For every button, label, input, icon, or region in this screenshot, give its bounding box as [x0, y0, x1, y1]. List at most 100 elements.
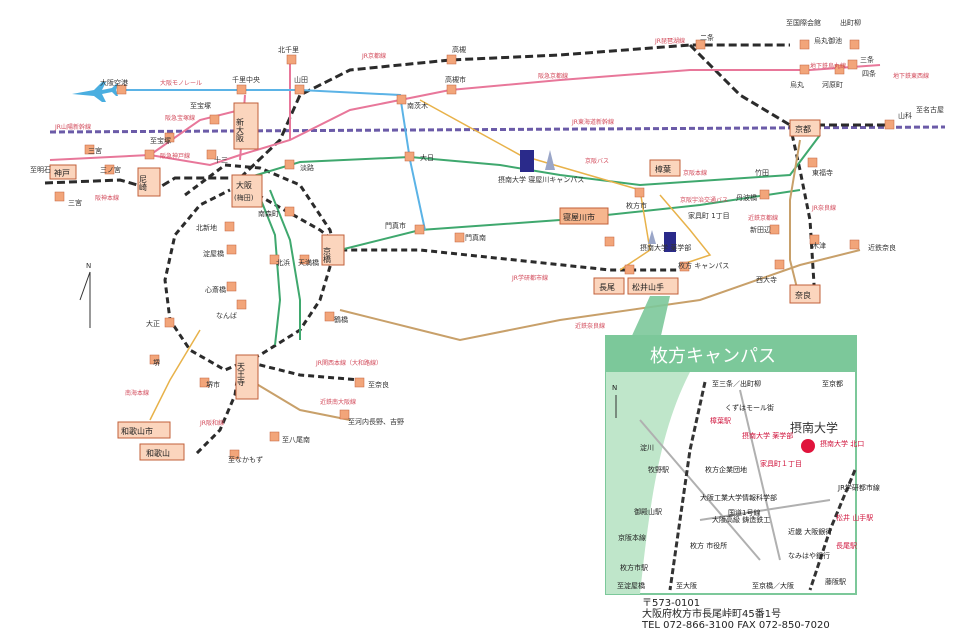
label-keihan: 京阪本線	[683, 169, 707, 177]
address-tel: TEL 072-866-3100 FAX 072-850-7020	[642, 620, 830, 631]
inset-hirakata-kigyo: 枚方企業団地	[705, 465, 747, 474]
label-shijo: 四条	[862, 69, 876, 78]
station-kuzuha: 樟葉	[655, 164, 671, 174]
label-shin-tanabe: 新田辺	[750, 225, 771, 234]
label-omiya: 大日	[420, 153, 434, 162]
inset-north: N	[612, 384, 617, 392]
label-jr-kansai-main: JR関西本線（大和路線）	[315, 359, 382, 367]
north-arrow-icon: N	[79, 262, 91, 328]
label-yodoyabashi: 淀屋橋	[203, 249, 224, 258]
station-amagasaki: 尼崎	[139, 175, 148, 191]
station-nagao: 長尾	[599, 283, 615, 292]
station-neyagawa: 寝屋川市	[563, 212, 595, 222]
inset-matsuiyamate: 松井 山手駅	[836, 513, 873, 522]
label-to-otsu: 至名古屋	[916, 105, 944, 114]
label-hanshin: 阪神本線	[95, 194, 119, 202]
label-takatsuki: 高槻	[452, 45, 466, 54]
label-hankyu-takarazuka: 阪急宝塚線	[165, 114, 195, 122]
label-to-yao: 至八尾南	[282, 435, 310, 444]
inset-setsunan-kita: 摂南大学 北口	[820, 439, 864, 448]
label-shikokubunji: 至国際会館	[786, 18, 821, 27]
inset-title: 枚方キャンパス	[650, 346, 776, 367]
label-minami-ibaraki: 南茨木	[407, 101, 428, 110]
inset-kokudou: 国道1号線	[728, 508, 760, 517]
inset-hirakatashi-st: 枚方市駅	[620, 563, 648, 572]
inset-setsunan-yakugaku: 摂南大学 薬学部	[742, 431, 793, 440]
inset-pointer	[630, 296, 670, 340]
inset-gotenyama: 御殿山駅	[634, 507, 662, 516]
building-icon	[520, 150, 534, 172]
label-temmabashi: 天満橋	[298, 258, 319, 267]
station-shin-osaka: 新大阪	[236, 117, 245, 143]
station-osaka: 大阪	[236, 180, 252, 190]
station-kobe: 神戸	[54, 168, 70, 178]
jr-lines	[44, 43, 890, 457]
label-kitashinchi: 北新地	[196, 223, 217, 232]
inset-keihan-line: 京阪本線	[618, 533, 646, 542]
shinkansen-lines	[49, 125, 946, 134]
label-karasuma: 烏丸	[790, 80, 804, 89]
station-kyoto: 京都	[795, 124, 811, 134]
label-karasuma-oike: 烏丸御池	[814, 36, 842, 45]
label-sannomiya3: 三宮	[68, 198, 82, 207]
label-hankyu-kobe: 阪急神戸線	[160, 152, 190, 160]
label-takatsukishi: 高槻市	[445, 75, 466, 84]
label-takeda: 竹田	[755, 168, 769, 177]
label-sakai: 堺	[153, 358, 160, 367]
label-nankai: 南海本線	[125, 389, 149, 397]
label-kizu: 木津	[812, 241, 826, 250]
label-namba: なんば	[216, 311, 237, 320]
label-jr-kyoto: JR京都線	[361, 52, 386, 60]
campus-location-icon	[801, 439, 815, 453]
label-subway-tozai: 地下鉄東西線	[893, 72, 929, 80]
label-taisho: 大正	[146, 319, 160, 328]
label-subway-karasuma: 地下鉄烏丸線	[810, 62, 846, 70]
kintetsu-lines	[249, 139, 861, 421]
label-monma-minami: 門真南	[465, 233, 486, 242]
label-jr-hanwa: JR阪和線	[199, 419, 224, 427]
label-shinsaibashi: 心斎橋	[205, 285, 226, 294]
station-wakayamashi: 和歌山市	[121, 426, 153, 436]
station-wakayama: 和歌山	[146, 448, 170, 458]
campus-markers: 摂南大学 寝屋川キャンパス 摂南大学 薬学部	[498, 150, 691, 252]
inset-setsunan: 摂南大学	[790, 420, 838, 435]
label-osaka-monorail: 大阪モノレール	[160, 79, 202, 87]
station-matsuiyamate: 松井山手	[632, 282, 664, 292]
label-campus-hirakata: 枚方 キャンパス	[678, 261, 729, 270]
inset-map: 枚方キャンパス N 至三条／出町柳 至京都 くずはモール街 樟葉駅 摂南大学 摂…	[605, 335, 880, 595]
label-kintetsu-minami-osaka: 近鉄南大阪線	[320, 398, 356, 406]
inset-osaka-takashima: 大阪高級 鋳造鉄工	[712, 515, 770, 524]
address-zip: 〒573-0101	[642, 598, 701, 609]
station-labels: 大阪空港 千里中央 北千里 山田 高槻 高槻市 南茨木 二条 至国際会館 出町柳…	[30, 18, 944, 464]
station-osaka-sub: (梅田)	[234, 193, 254, 202]
inset-to-osaka: 至大阪	[676, 581, 697, 590]
inset-kaguya: 家具町１丁目	[760, 459, 802, 468]
label-sannomiya: 三宮	[88, 146, 102, 155]
label-takarazuka2: 至宝塚	[150, 136, 171, 145]
label-tofukuji: 東福寺	[812, 168, 833, 177]
inset-to-kyoto: 至京都	[822, 379, 843, 388]
inset-makino: 牧野駅	[648, 465, 669, 474]
inset-jr-line: JR学研都市線	[837, 483, 880, 492]
inset-fujisaka: 藤阪駅	[825, 577, 846, 586]
north-label: N	[86, 262, 91, 270]
label-to-nakamozu: 至なかもず	[228, 455, 263, 464]
line-labels: JR京都線 JR琵琶湖線 阪急京都線 大阪モノレール JR山陽新幹線 JR東海道…	[54, 37, 929, 427]
label-kintetsu-kyoto: 近鉄京都線	[748, 214, 778, 222]
label-campus-neyagawa: 摂南大学 寝屋川キャンパス	[498, 175, 584, 184]
inset-nagao: 長尾駅	[836, 542, 857, 550]
label-to-kawachinagano: 至河内長野、吉野	[348, 417, 404, 426]
label-keihan-uji-bus: 京阪宇治交通バス	[680, 196, 728, 204]
inset-to-kyobashi: 至京橋／大阪	[752, 581, 794, 590]
station-nara: 奈良	[795, 290, 811, 300]
label-juso: 十三	[214, 155, 228, 164]
label-tambabashi: 丹波橋	[736, 193, 757, 202]
label-to-akashi: 至明石	[30, 166, 51, 174]
address-street: 大阪府枚方市長尾峠町45番1号	[642, 609, 782, 620]
inset-osaka-kogyo: 大阪工業大学情報科学部	[700, 493, 777, 502]
label-osaka-airport: 大阪空港	[100, 78, 128, 87]
label-takarazuka: 至宝塚	[190, 101, 211, 110]
label-tomio: 西大寺	[756, 275, 777, 284]
label-kintetsu-nara: 近鉄奈良線	[575, 322, 605, 330]
label-jr-sanyo-shinkansen: JR山陽新幹線	[54, 123, 91, 131]
